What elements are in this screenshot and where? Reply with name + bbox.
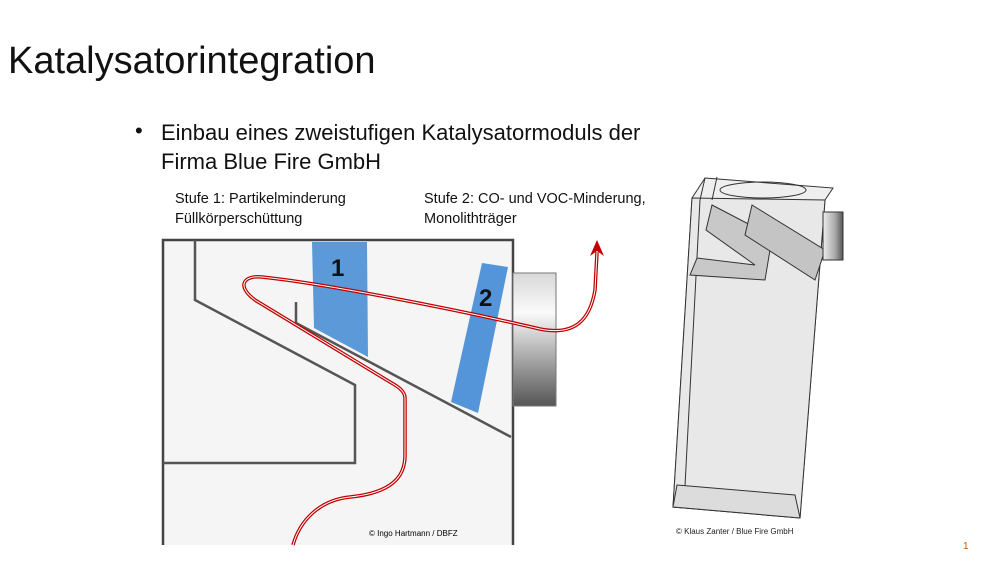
stage2-marker: 2	[479, 285, 492, 312]
bullet-line-1: Einbau eines zweistufigen Katalysatormod…	[161, 120, 641, 145]
bullet-marker: •	[135, 118, 143, 143]
stage1-subtitle: Füllkörperschüttung	[175, 211, 303, 227]
stage1-label: Stufe 1: Partikelminderung Füllkörpersch…	[175, 189, 346, 229]
bullet-text: Einbau eines zweistufigen Katalysatormod…	[161, 118, 640, 176]
stage2-subtitle: Monolithträger	[424, 211, 517, 227]
baffle-1	[163, 240, 357, 465]
credit-left: © Ingo Hartmann / DBFZ	[369, 529, 458, 538]
flue-pipe	[512, 272, 557, 407]
page-number: 1	[963, 541, 969, 552]
catalyst-module-3d: © Klaus Zanter / Blue Fire GmbH	[672, 176, 844, 536]
stage2-title: Stufe 2: CO- und VOC-Minderung,	[424, 191, 646, 207]
stage1-marker: 1	[331, 255, 344, 282]
schematic-stove: 1 2 © Ingo Hartmann / DBFZ	[161, 238, 604, 546]
stage1-title: Stufe 1: Partikelminderung	[175, 191, 346, 207]
catalyst-stage-2	[451, 263, 508, 413]
arrow-head-icon	[590, 240, 604, 256]
bullet-line-2: Firma Blue Fire GmbH	[161, 149, 382, 174]
slide-title: Katalysatorintegration	[8, 40, 376, 82]
credit-right: © Klaus Zanter / Blue Fire GmbH	[676, 527, 794, 536]
stage2-label: Stufe 2: CO- und VOC-Minderung, Monolith…	[424, 189, 646, 229]
catalyst-stage-1	[312, 242, 368, 357]
